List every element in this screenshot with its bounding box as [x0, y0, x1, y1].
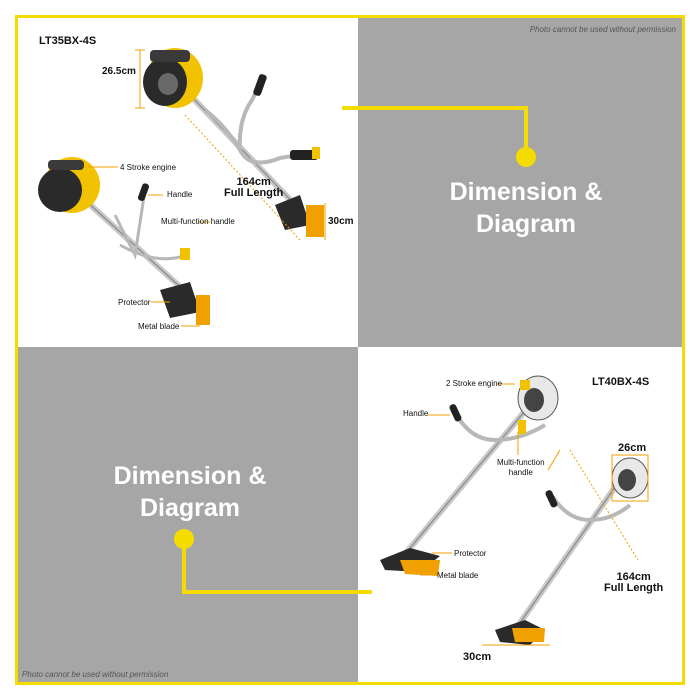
- length-dimension-lt40-value: 164cm: [616, 571, 651, 583]
- height-dimension-lt40: 26cm: [618, 442, 647, 454]
- label-multi-function-handle: Multi-function handle: [161, 217, 235, 226]
- length-dimension-lt40-label: Full Length: [604, 582, 664, 594]
- trimmer-lt35-upper: [135, 48, 326, 241]
- label-multi-function-line1: Multi-function: [497, 458, 545, 467]
- label-handle: Handle: [167, 190, 193, 199]
- length-dimension: 164cm Full Length: [224, 177, 283, 199]
- label-multi-function-handle-lt40: Multi-function handle: [497, 458, 545, 478]
- heading-bottom-left-line1: Dimension &: [113, 462, 267, 490]
- label-engine-lt40: 2 Stroke engine: [446, 379, 503, 388]
- heading-top-right-line1: Dimension &: [449, 178, 603, 206]
- heading-top-right: Dimension & Diagram: [416, 176, 636, 240]
- blade-dimension: 30cm: [328, 216, 354, 227]
- panel-top-right: [358, 18, 682, 347]
- model-name-lt40: LT40BX-4S: [592, 376, 650, 388]
- label-metal-blade: Metal blade: [138, 322, 180, 331]
- connector-bottom: [182, 539, 372, 594]
- trimmer-lt40-lower: [482, 449, 649, 646]
- label-multi-function-line2: handle: [508, 468, 533, 477]
- yellow-frame: [15, 15, 685, 685]
- height-dimension: 26.5cm: [102, 66, 136, 77]
- label-metal-blade-lt40: Metal blade: [437, 571, 479, 580]
- label-protector: Protector: [118, 298, 151, 307]
- panel-bottom-left: [18, 347, 358, 682]
- model-name-lt35: LT35BX-4S: [39, 35, 97, 47]
- trimmer-lt40-upper: [380, 375, 559, 576]
- blade-dimension-lt40: 30cm: [463, 651, 492, 663]
- watermark-top: Photo cannot be used without permission: [529, 25, 676, 34]
- label-protector-lt40: Protector: [454, 549, 487, 558]
- connector-dot-top: [516, 147, 536, 167]
- length-dimension-lt40: 164cm Full Length: [604, 572, 663, 594]
- trimmer-lt35-lower: [38, 157, 210, 327]
- connector-dot-bottom: [174, 529, 194, 549]
- label-engine: 4 Stroke engine: [120, 163, 177, 172]
- length-dimension-value: 164cm: [236, 176, 271, 188]
- heading-top-right-line2: Diagram: [475, 210, 577, 238]
- watermark-bottom: Photo cannot be used without permission: [22, 670, 169, 679]
- label-handle-lt40: Handle: [403, 409, 429, 418]
- heading-bottom-left-line2: Diagram: [139, 494, 241, 522]
- length-dimension-label: Full Length: [224, 187, 284, 199]
- connector-top: [342, 106, 528, 157]
- heading-bottom-left: Dimension & Diagram: [80, 460, 300, 524]
